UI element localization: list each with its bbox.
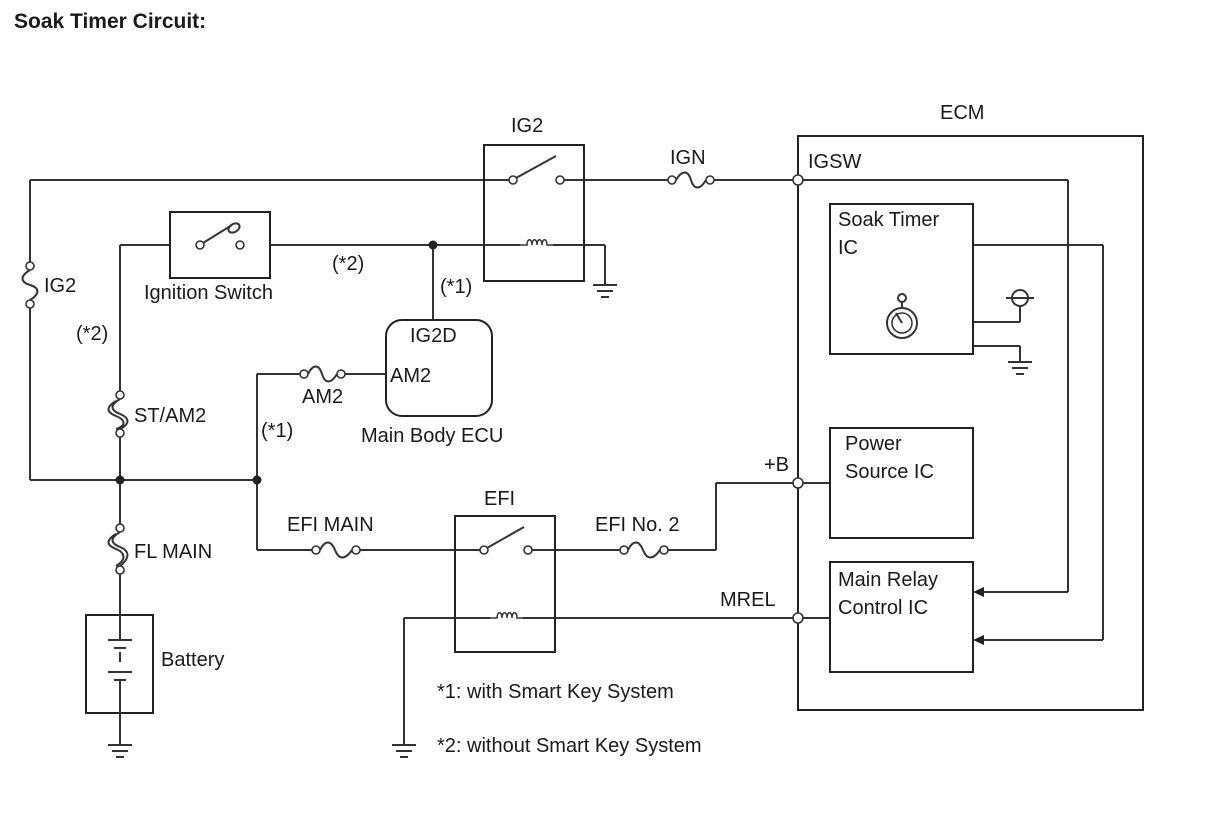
backup-supply-icon bbox=[1006, 289, 1034, 307]
main-relay-ic-label-2: Control IC bbox=[838, 597, 928, 619]
note-2-legend: *2: without Smart Key System bbox=[437, 735, 702, 757]
main-relay-ic-label-1: Main Relay bbox=[838, 569, 938, 591]
note-1-mid-label: (*1) bbox=[261, 420, 293, 442]
am2-fuse-icon bbox=[299, 365, 346, 383]
ig2d-label: IG2D bbox=[410, 325, 457, 347]
st-am2-fuse-icon bbox=[107, 390, 129, 438]
junction-dots bbox=[115, 240, 438, 485]
soak-timer-ic-label-1: Soak Timer bbox=[838, 209, 939, 231]
st-am2-fuse-label: ST/AM2 bbox=[134, 405, 206, 427]
signal-arrows bbox=[973, 587, 984, 645]
am2-fuse-label: AM2 bbox=[302, 386, 343, 408]
ground-ig2-relay-icon bbox=[593, 284, 617, 298]
ground-efi-relay-icon bbox=[392, 744, 416, 758]
efi-main-fuse-label: EFI MAIN bbox=[287, 514, 374, 536]
ig2-relay bbox=[483, 144, 585, 282]
wires bbox=[29, 179, 1104, 745]
ecm-label: ECM bbox=[940, 102, 984, 124]
ig2-relay-label: IG2 bbox=[511, 115, 543, 137]
efi-no2-fuse-label: EFI No. 2 bbox=[595, 514, 679, 536]
mrel-terminal-label: MREL bbox=[720, 589, 776, 611]
ign-fuse-label: IGN bbox=[670, 147, 706, 169]
main-body-ecu-label: Main Body ECU bbox=[361, 425, 503, 447]
ground-icons bbox=[108, 284, 1034, 758]
efi-relay-label: EFI bbox=[484, 488, 515, 510]
ig2-fuse-icon bbox=[21, 261, 39, 309]
b-terminal-label: +B bbox=[764, 454, 789, 476]
ign-fuse-icon bbox=[667, 171, 715, 189]
ig2-fuse-label: IG2 bbox=[44, 275, 76, 297]
main-relay-control-ic-box bbox=[829, 561, 974, 673]
note-1-top-label: (*1) bbox=[440, 276, 472, 298]
igsw-terminal-label: IGSW bbox=[808, 151, 861, 173]
efi-main-fuse-icon bbox=[311, 541, 361, 559]
note-2-left-label: (*2) bbox=[76, 323, 108, 345]
fl-main-fuse-icon bbox=[107, 523, 129, 575]
note-2-top-label: (*2) bbox=[332, 253, 364, 275]
battery-label: Battery bbox=[161, 649, 224, 671]
ground-battery-icon bbox=[108, 744, 132, 758]
soak-timer-ic-label-2: IC bbox=[838, 237, 858, 259]
ignition-switch-label: Ignition Switch bbox=[144, 282, 273, 304]
fl-main-fuse-label: FL MAIN bbox=[134, 541, 212, 563]
note-1-legend: *1: with Smart Key System bbox=[437, 681, 674, 703]
power-source-ic-box bbox=[829, 427, 974, 539]
battery-icon bbox=[85, 614, 154, 714]
efi-no2-fuse-icon bbox=[619, 541, 669, 559]
efi-relay bbox=[454, 515, 556, 653]
stopwatch-icon bbox=[886, 293, 918, 339]
am2-terminal-label: AM2 bbox=[390, 365, 431, 387]
soak-timer-ic-box bbox=[829, 203, 974, 355]
fuse-symbols bbox=[21, 171, 715, 575]
main-body-ecu-box bbox=[385, 319, 493, 417]
ignition-switch-icon bbox=[169, 211, 271, 279]
ground-soak-timer-icon bbox=[1008, 361, 1032, 375]
diagram-title: Soak Timer Circuit: bbox=[14, 10, 206, 33]
power-source-ic-label-2: Source IC bbox=[845, 461, 934, 483]
power-source-ic-label-1: Power bbox=[845, 433, 902, 455]
ecm-box bbox=[792, 135, 1144, 711]
labels: ECM IG2 IGN IGSW IG2 Ignition Switch (*2… bbox=[44, 102, 984, 757]
